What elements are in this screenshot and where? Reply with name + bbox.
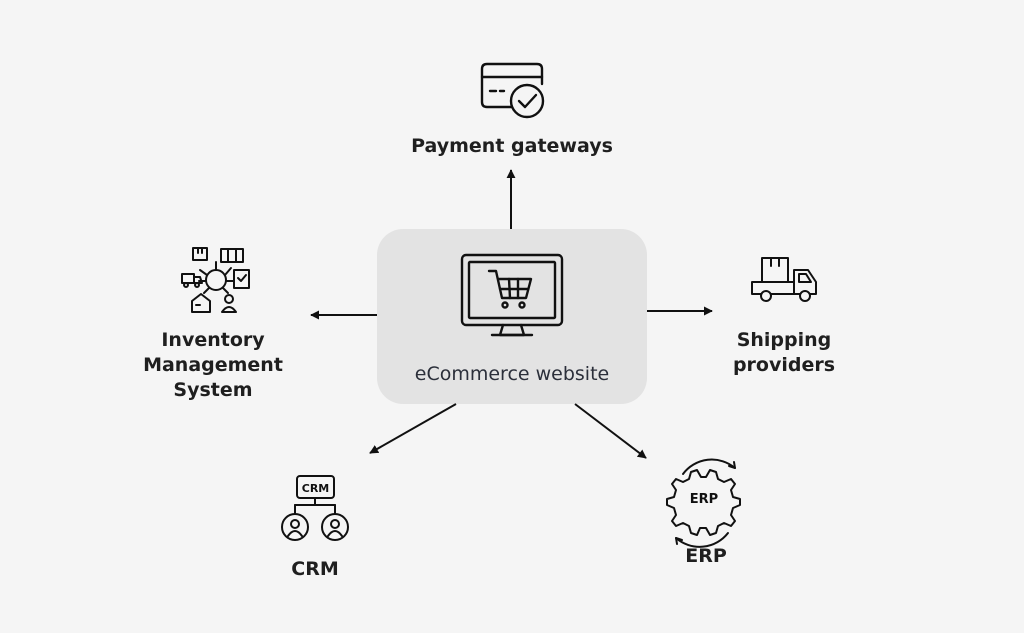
crm-label: CRM <box>291 558 339 580</box>
shipping-label-line-2: providers <box>732 354 836 376</box>
erp-icon-text: ERP <box>690 492 718 507</box>
inventory-management-label: Inventory Management System <box>123 328 303 403</box>
shipping-providers-label: Shipping providers <box>704 328 864 378</box>
shipping-label-line-1: Shipping <box>736 329 832 351</box>
arrow-to-erp <box>574 403 647 459</box>
crm-icon-text: CRM <box>302 482 330 495</box>
erp-gear-cycle-icon <box>666 458 741 548</box>
inventory-label-line-1: Inventory <box>161 329 265 351</box>
shopping-cart-monitor-icon <box>460 253 564 337</box>
inventory-label-line-3: System <box>173 379 253 401</box>
ecommerce-hub-box <box>377 229 647 404</box>
delivery-truck-icon <box>751 257 817 302</box>
payment-gateways-label: Payment gateways <box>411 135 613 157</box>
payment-card-check-icon <box>480 62 545 119</box>
inventory-network-icon <box>181 247 250 313</box>
arrow-to-crm <box>369 403 457 454</box>
crm-users-icon <box>281 475 349 541</box>
inventory-label-line-2: Management <box>143 354 283 376</box>
erp-label: ERP <box>685 545 727 567</box>
ecommerce-website-label: eCommerce website <box>414 363 610 385</box>
